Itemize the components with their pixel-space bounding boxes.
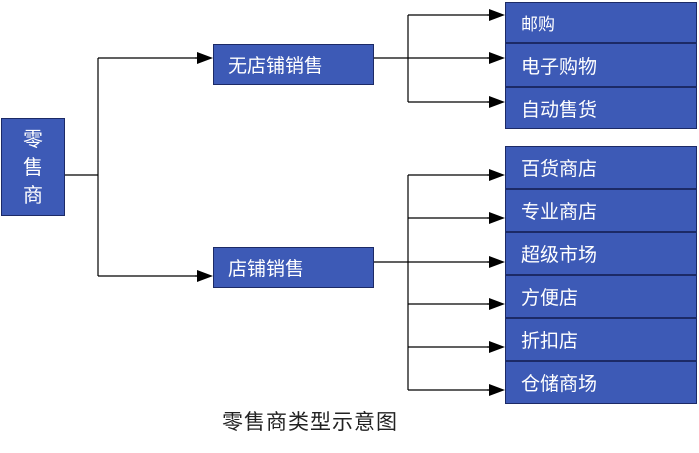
- leaf-arrow-arrowhead: [489, 384, 505, 396]
- root-node-label: 零售商: [23, 127, 43, 207]
- node-label: 无店铺销售: [228, 55, 324, 77]
- leaf-node-supermarket: 超级市场: [505, 232, 697, 275]
- leaf-node-vending: 自动售货: [505, 87, 697, 129]
- leaf-node-convenience-store: 方便店: [505, 275, 697, 318]
- leaf-node-mail-order: 邮购: [505, 2, 697, 43]
- leaf-arrow-arrowhead: [489, 212, 505, 224]
- root-node-retailer: 零售商: [1, 118, 65, 216]
- leaf-label: 百货商店: [521, 158, 598, 180]
- leaf-node-specialty-store: 专业商店: [505, 189, 697, 232]
- leaf-label: 邮购: [521, 15, 555, 35]
- leaf-node-discount-store: 折扣店: [505, 318, 697, 361]
- leaf-arrow-arrowhead: [489, 341, 505, 353]
- leaf-arrow-arrowhead: [489, 169, 505, 181]
- leaf-arrow-arrowhead: [489, 256, 505, 268]
- leaf-label: 电子购物: [521, 55, 598, 78]
- leaf-arrow-arrowhead: [489, 9, 505, 21]
- leaf-label: 自动售货: [521, 98, 598, 121]
- node-store-retailing: 店铺销售: [213, 247, 374, 288]
- leaf-label: 超级市场: [521, 244, 598, 266]
- leaf-arrow-arrowhead: [489, 298, 505, 310]
- leaf-node-department-store: 百货商店: [505, 146, 697, 189]
- leaf-arrow-arrowhead: [489, 96, 505, 108]
- node-label: 店铺销售: [228, 258, 305, 280]
- leaf-node-warehouse-store: 仓储商场: [505, 361, 697, 404]
- diagram-caption: 零售商类型示意图: [222, 410, 398, 434]
- node-non-store-retailing: 无店铺销售: [213, 44, 374, 85]
- leaf-label: 专业商店: [521, 201, 598, 223]
- leaf-label: 方便店: [521, 287, 579, 309]
- leaf-label: 折扣店: [521, 330, 579, 352]
- leaf-label: 仓储商场: [521, 373, 598, 395]
- leaf-arrow-arrowhead: [489, 52, 505, 64]
- leaf-node-electronic-shopping: 电子购物: [505, 43, 697, 87]
- branch-arrow-arrowhead: [197, 270, 213, 282]
- branch-arrow-arrowhead: [197, 52, 213, 64]
